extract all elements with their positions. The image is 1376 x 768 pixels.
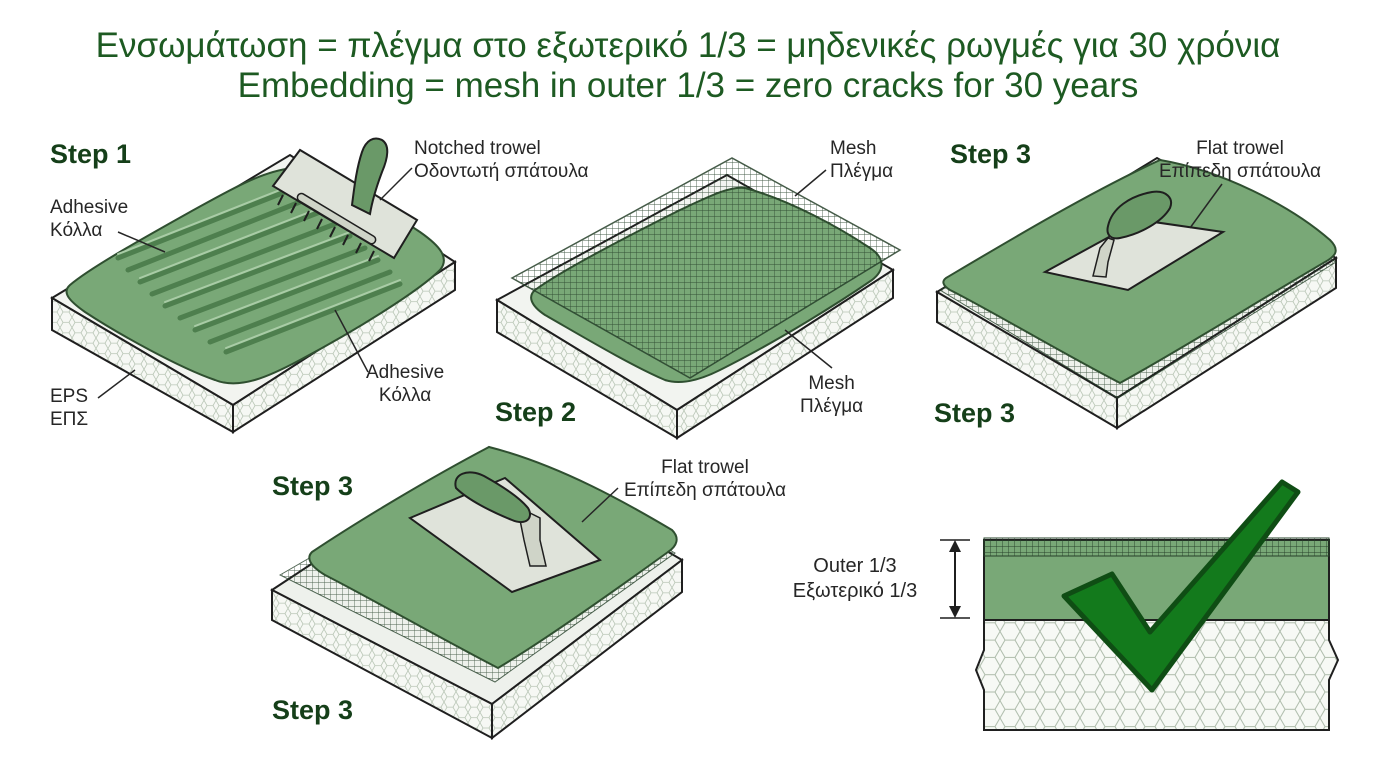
mesh-label-bottom: Mesh Πλέγμα xyxy=(800,373,864,417)
flat-trowel-label-right: Flat trowel Επίπεδη σπάτουλα xyxy=(1159,138,1321,182)
step3-label-center-bottom: Step 3 xyxy=(272,695,354,725)
step2-label: Step 2 xyxy=(495,397,577,427)
step3-label-center-top: Step 3 xyxy=(272,471,354,501)
notched-trowel-label: Notched trowel Οδοντωτή σπάτουλα xyxy=(414,138,589,182)
title-english: Embedding = mesh in outer 1/3 = zero cra… xyxy=(237,66,1139,105)
title-greek: Ενσωμάτωση = πλέγμα στο εξωτερικό 1/3 = … xyxy=(95,26,1281,65)
check-mark-icon xyxy=(1061,479,1301,693)
adhesive-label-top: Adhesive Κόλλα xyxy=(50,197,129,241)
adhesive-label-bottom: Adhesive Κόλλα xyxy=(366,362,445,406)
step1-label: Step 1 xyxy=(50,139,132,169)
panel2-mesh xyxy=(510,157,902,379)
outer-third-label: Outer 1/3 Εξωτερικό 1/3 xyxy=(792,555,918,602)
step3-label-bottomright: Step 3 xyxy=(934,398,1016,428)
panel4-leaders xyxy=(581,487,619,523)
flat-trowel-label-center: Flat trowel Επίπεδη σπάτουλα xyxy=(624,457,786,501)
eps-label: EPS ΕΠΣ xyxy=(50,386,89,430)
flat-trowel-icon-2 xyxy=(407,471,602,594)
panel2-leaders xyxy=(784,169,833,369)
notched-trowel-icon xyxy=(271,137,419,262)
step3-label-topright: Step 3 xyxy=(950,139,1032,169)
panel3-leaders xyxy=(1189,183,1223,229)
outer-third-dimension xyxy=(940,539,970,619)
panel1-leaders xyxy=(97,167,413,399)
mesh-label-top: Mesh Πλέγμα xyxy=(830,138,894,182)
flat-trowel-icon xyxy=(1042,190,1226,292)
